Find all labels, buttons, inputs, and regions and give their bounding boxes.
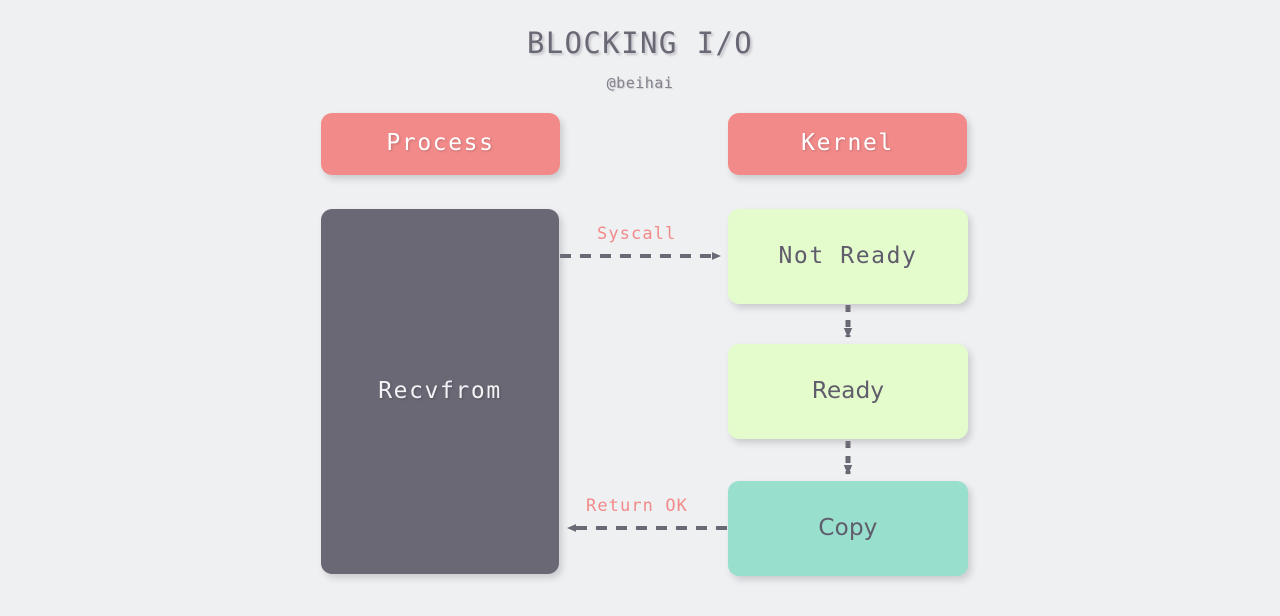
- node-kernel-header[interactable]: Kernel: [728, 113, 967, 175]
- node-label-recvfrom: Recvfrom: [378, 377, 502, 404]
- node-copy[interactable]: Copy: [728, 481, 968, 576]
- edge-label-syscall: Syscall: [597, 224, 677, 244]
- node-label-process: Process: [386, 130, 495, 157]
- node-recvfrom[interactable]: Recvfrom: [321, 209, 559, 574]
- page-subtitle-author: @beihai: [606, 74, 674, 92]
- edge-label-return-ok: Return OK: [586, 496, 689, 516]
- node-label-kernel: Kernel: [801, 130, 894, 157]
- node-process-header[interactable]: Process: [321, 113, 560, 175]
- node-ready[interactable]: Ready: [728, 344, 968, 439]
- node-label-not-ready: Not Ready: [778, 242, 918, 269]
- page-title: BLOCKING I/O: [526, 26, 754, 60]
- node-not-ready[interactable]: Not Ready: [728, 209, 968, 304]
- node-label-copy: Copy: [818, 514, 878, 541]
- node-label-ready: Ready: [811, 377, 885, 404]
